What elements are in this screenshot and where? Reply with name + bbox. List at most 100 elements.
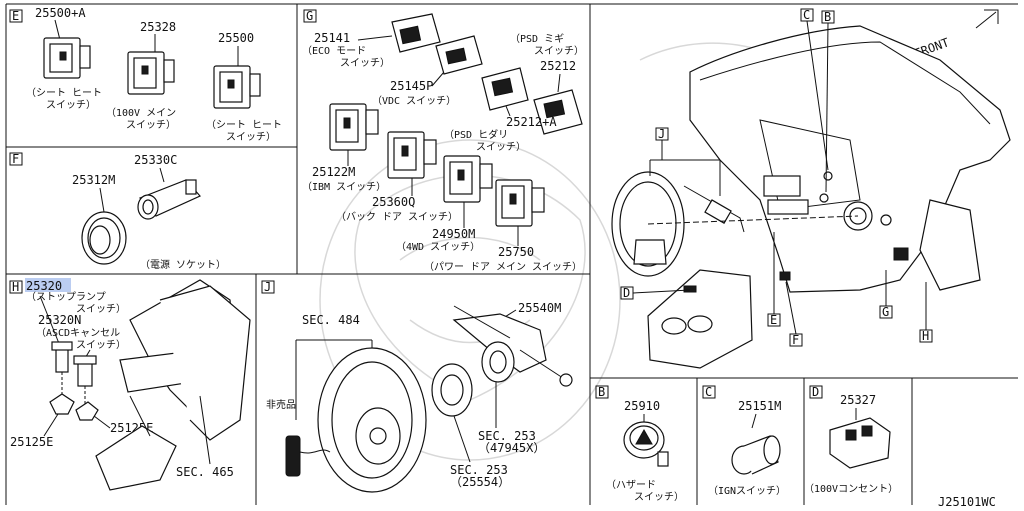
sec-253b-line1: SEC. 253 (450, 463, 508, 477)
caption-25141-line2: スイッチ） (340, 57, 390, 69)
part-number-25320n: 25320N (38, 313, 81, 327)
svg-text:D: D (623, 286, 630, 300)
section-e: E 25500+A （シート ヒート スイッチ） 25328 （100V メイン… (9, 6, 282, 143)
section-c-letter: C (705, 385, 712, 399)
svg-text:B: B (824, 10, 831, 24)
part-number-25500: 25500 (218, 31, 254, 45)
combination-switch-part (452, 305, 573, 387)
caption-25328-line2: スイッチ） (126, 119, 176, 131)
callout-c: C (800, 8, 829, 171)
section-h-letter-box (9, 280, 23, 294)
stop-lamp-switch-part (51, 341, 97, 387)
section-g-letter-box (303, 9, 317, 23)
spiral-cable-part (481, 341, 515, 383)
part-number-25212: 25212 (540, 59, 576, 73)
caption-25122m: （IBM スイッチ） (302, 181, 386, 193)
part-number-25540m: 25540M (518, 301, 561, 315)
caption-100v-outlet: （100Vコンセント） (804, 483, 898, 495)
svg-text:J: J (658, 127, 665, 141)
power-socket-body-part (137, 179, 201, 220)
caption-25320-line1: （ストップランプ (26, 291, 106, 303)
callout-j: J (649, 127, 721, 196)
not-sold-label: 非売品 (266, 398, 296, 411)
part-number-25910: 25910 (624, 399, 660, 413)
svg-text:E: E (770, 313, 777, 327)
caption-25212a-line2: スイッチ） (476, 141, 526, 153)
caption-25750: （パワー ドア メイン スイッチ） (424, 261, 582, 273)
section-d: D 25327 （100Vコンセント） (804, 385, 898, 495)
clip-25125e-right-part (75, 401, 99, 421)
sec-465: SEC. 465 (176, 465, 234, 479)
section-g: G 25141 （ECO モード スイッチ） 25145P （VDC スイッチ）… (302, 9, 584, 273)
caption-25910-line2: スイッチ） (634, 491, 684, 503)
section-e-letter-box (9, 9, 23, 23)
sec-253a-line2: （47945X） (478, 441, 545, 455)
svg-text:H: H (922, 329, 929, 343)
steering-wheel-part (285, 347, 427, 493)
section-d-letter: D (812, 385, 819, 399)
section-h-letter: H (12, 280, 19, 294)
power-door-main-switch-part (495, 179, 545, 227)
100v-outlet-part (829, 417, 891, 469)
dashboard-overview: FRONT (611, 8, 1011, 369)
caption-25500-line2: スイッチ） (226, 131, 276, 143)
caption-25320-line2: スイッチ） (76, 303, 126, 315)
caption-25145p: （VDC スイッチ） (372, 95, 456, 107)
pedal-bracket-part (95, 279, 251, 491)
hazard-switch-part (623, 421, 669, 467)
caption-25212a-line1: （PSD ヒダリ (444, 128, 508, 141)
part-number-25327: 25327 (840, 393, 876, 407)
caption-25328-line1: （100V メイン (106, 107, 176, 119)
part-number-24950m: 24950M (432, 227, 475, 241)
section-h: H 25320 （ストップランプ スイッチ） 25320N （ASCDキャンセル… (9, 278, 251, 491)
callout-e: E (767, 232, 781, 327)
steering-angle-ring-part (431, 363, 473, 417)
part-number-25312m: 25312M (72, 173, 115, 187)
section-b: B 25910 （ハザード スイッチ） (595, 385, 684, 503)
section-c-letter-box (702, 385, 716, 399)
caption-24950m: （4WD スイッチ） (396, 241, 480, 253)
center-console-part (647, 269, 753, 369)
drawing-code: J25101WC (938, 495, 996, 509)
section-f-letter: F (12, 152, 19, 166)
4wd-switch-part (443, 155, 493, 203)
sec-253a-line1: SEC. 253 (478, 429, 536, 443)
sec-253b-line2: （25554） (450, 475, 510, 489)
power-socket-ring-part (81, 211, 127, 265)
seat-heat-switch-left-part (43, 37, 91, 79)
caption-25320n-line1: （ASCDキャンセル (36, 327, 120, 339)
part-number-highlight (25, 278, 71, 292)
ign-switch-part (731, 435, 781, 475)
caption-25500-line1: （シート ヒート (206, 119, 282, 131)
part-number-25750: 25750 (498, 245, 534, 259)
caption-25141-line1: （ECO モード (302, 45, 366, 57)
psd-left-switch-part (481, 67, 529, 111)
part-number-25330c: 25330C (134, 153, 177, 167)
sec-484: SEC. 484 (302, 313, 360, 327)
section-f: F 25312M 25330C （電源 ソケット） (9, 152, 226, 271)
section-j-letter: J (264, 280, 271, 294)
section-b-letter-box (595, 385, 609, 399)
section-f-letter-box (9, 152, 23, 166)
callout-b: B (821, 10, 835, 193)
caption-25320n-line2: スイッチ） (76, 339, 126, 351)
section-c: C 25151M （IGNスイッチ） (702, 385, 786, 497)
vdc-switch-part (435, 35, 483, 75)
section-b-letter: B (598, 385, 605, 399)
frame-lines (5, 3, 1018, 505)
dashboard-part (689, 25, 1011, 293)
callout-f: F (785, 281, 803, 347)
caption-ign-switch: （IGNスイッチ） (708, 485, 786, 497)
part-number-25125e-left: 25125E (10, 435, 53, 449)
part-number-25122m: 25122M (312, 165, 355, 179)
section-d-letter-box (809, 385, 823, 399)
part-number-25151m: 25151M (738, 399, 781, 413)
seat-heat-switch-right-part (213, 65, 261, 109)
svg-text:C: C (803, 8, 810, 22)
overview-steering-wheel-part (611, 171, 745, 277)
part-number-25500a: 25500+A (35, 6, 86, 20)
clip-25125e-left-part (49, 393, 75, 415)
svg-text:F: F (792, 333, 799, 347)
caption-25212-line2: スイッチ） (534, 45, 584, 57)
